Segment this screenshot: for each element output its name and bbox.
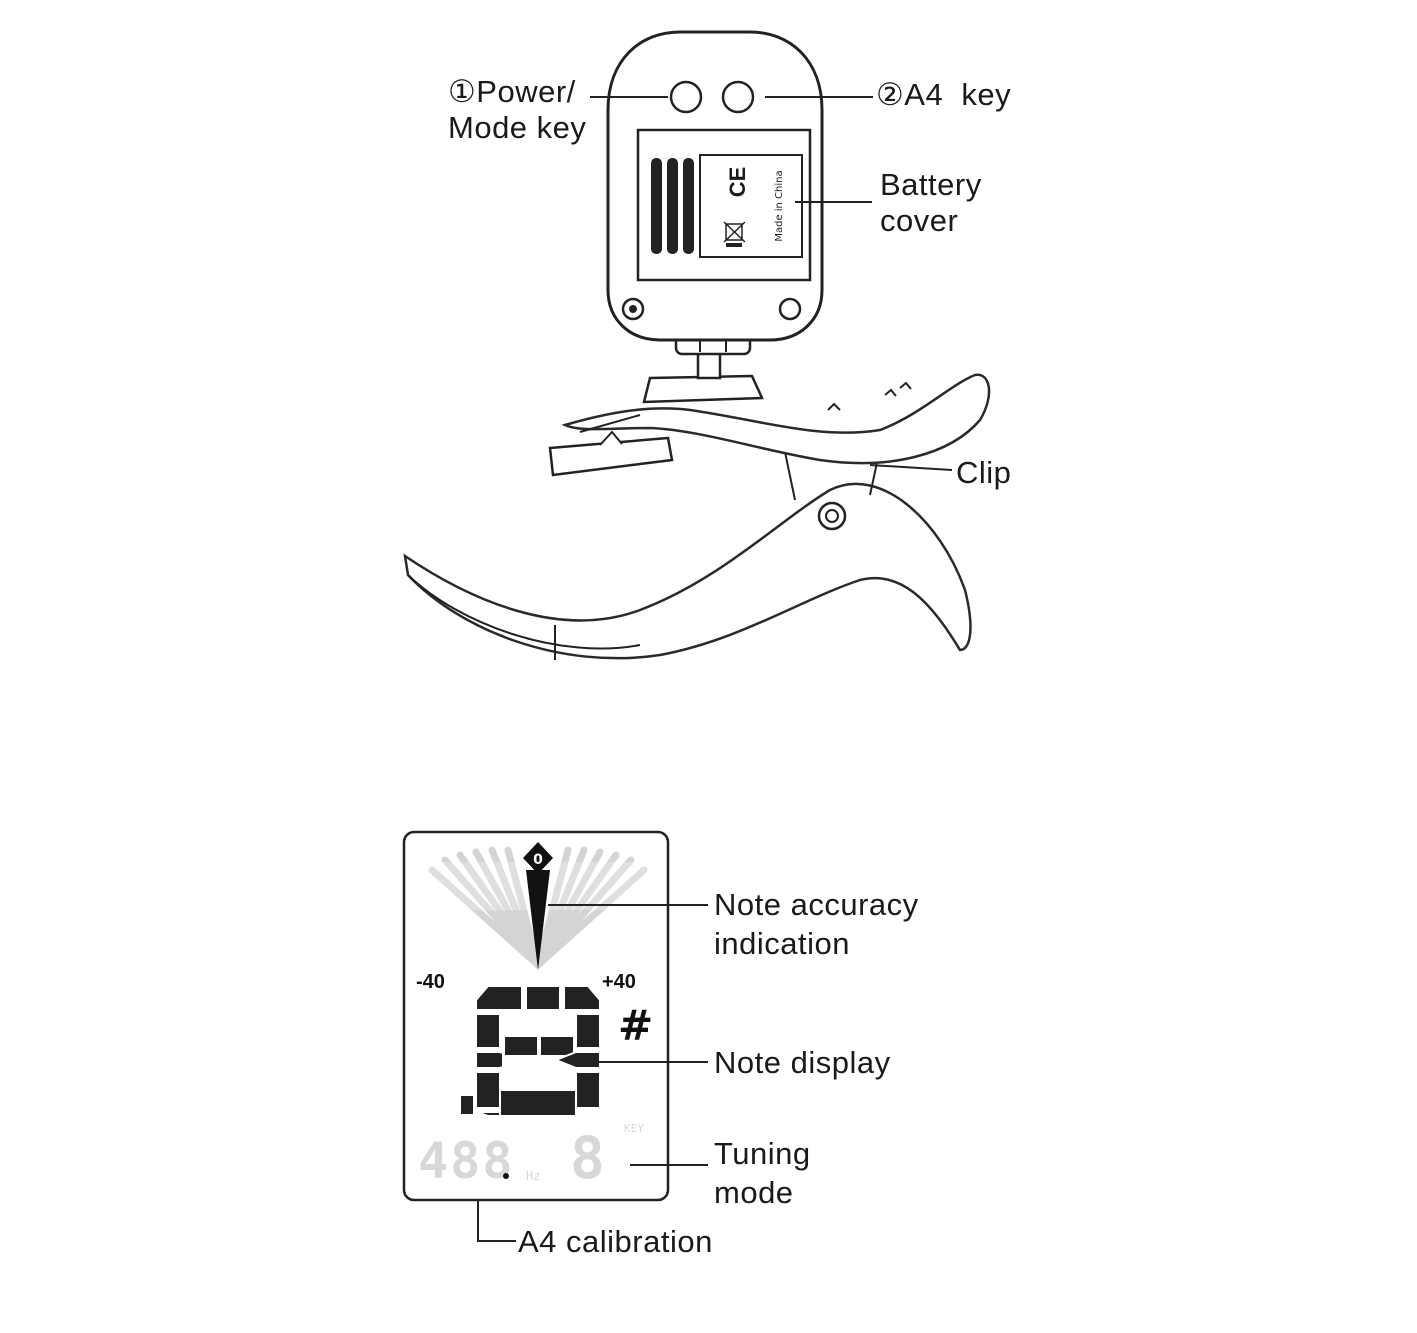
center-marker-label: 0 — [533, 852, 543, 868]
a4-key-button[interactable] — [721, 80, 755, 114]
tuning-mode-label-line1: Tuning — [714, 1136, 811, 1171]
grip-slot-3 — [683, 158, 694, 254]
made-in-label: Made in China — [774, 170, 785, 241]
power-mode-label-line2: Mode key — [448, 110, 586, 145]
decimal-dot — [503, 1173, 509, 1179]
note-display-label: Note display — [714, 1045, 891, 1080]
screw-right — [778, 297, 802, 321]
tuning-mode-label-line2: mode — [714, 1175, 794, 1210]
note-accuracy-label-line1: Note accuracy — [714, 887, 919, 922]
grip-slot-2 — [667, 158, 678, 254]
accuracy-fan-ghost — [428, 846, 648, 969]
center-marker — [523, 842, 553, 874]
clip-grip-ridge — [884, 381, 912, 397]
ce-mark: CE — [725, 167, 750, 198]
battery-cover-label-line2: cover — [880, 203, 958, 238]
lcd-display-view: 0 -40 +40 # 488 Hz 8 KEY — [402, 830, 919, 1259]
swivel-mount — [642, 374, 764, 404]
note-accuracy-label-line2: indication — [714, 926, 850, 961]
a4-key-label: ②A4 key — [876, 77, 1011, 112]
power-mode-label-line1: ①Power/ — [448, 74, 576, 109]
key-label: KEY — [624, 1122, 644, 1135]
a4-calibration-label: A4 calibration — [518, 1224, 713, 1259]
note-digit — [459, 985, 601, 1117]
clip-rubber-pad — [548, 436, 674, 477]
a4-calibration-digits: 488 — [418, 1132, 514, 1190]
battery-cover-label-line1: Battery — [880, 167, 982, 202]
power-mode-button[interactable] — [669, 80, 703, 114]
label-plate — [699, 154, 803, 258]
grip-slot-1 — [651, 158, 662, 254]
sharp-indicator: # — [618, 1001, 653, 1050]
weee-bin-icon — [723, 221, 746, 247]
scale-max-label: +40 — [602, 971, 636, 993]
clip-label: Clip — [956, 455, 1011, 490]
scale-min-label: -40 — [416, 971, 445, 993]
accuracy-needle — [526, 870, 550, 970]
tuning-mode-digit: 8 — [570, 1124, 605, 1192]
hz-unit-label: Hz — [526, 1169, 540, 1183]
clip-lower-jaw — [403, 482, 972, 660]
tuner-back-view: CE Made in China ①Power/ Mode key ②A4 ke… — [403, 30, 1011, 660]
clip-upper-jaw — [561, 373, 991, 465]
